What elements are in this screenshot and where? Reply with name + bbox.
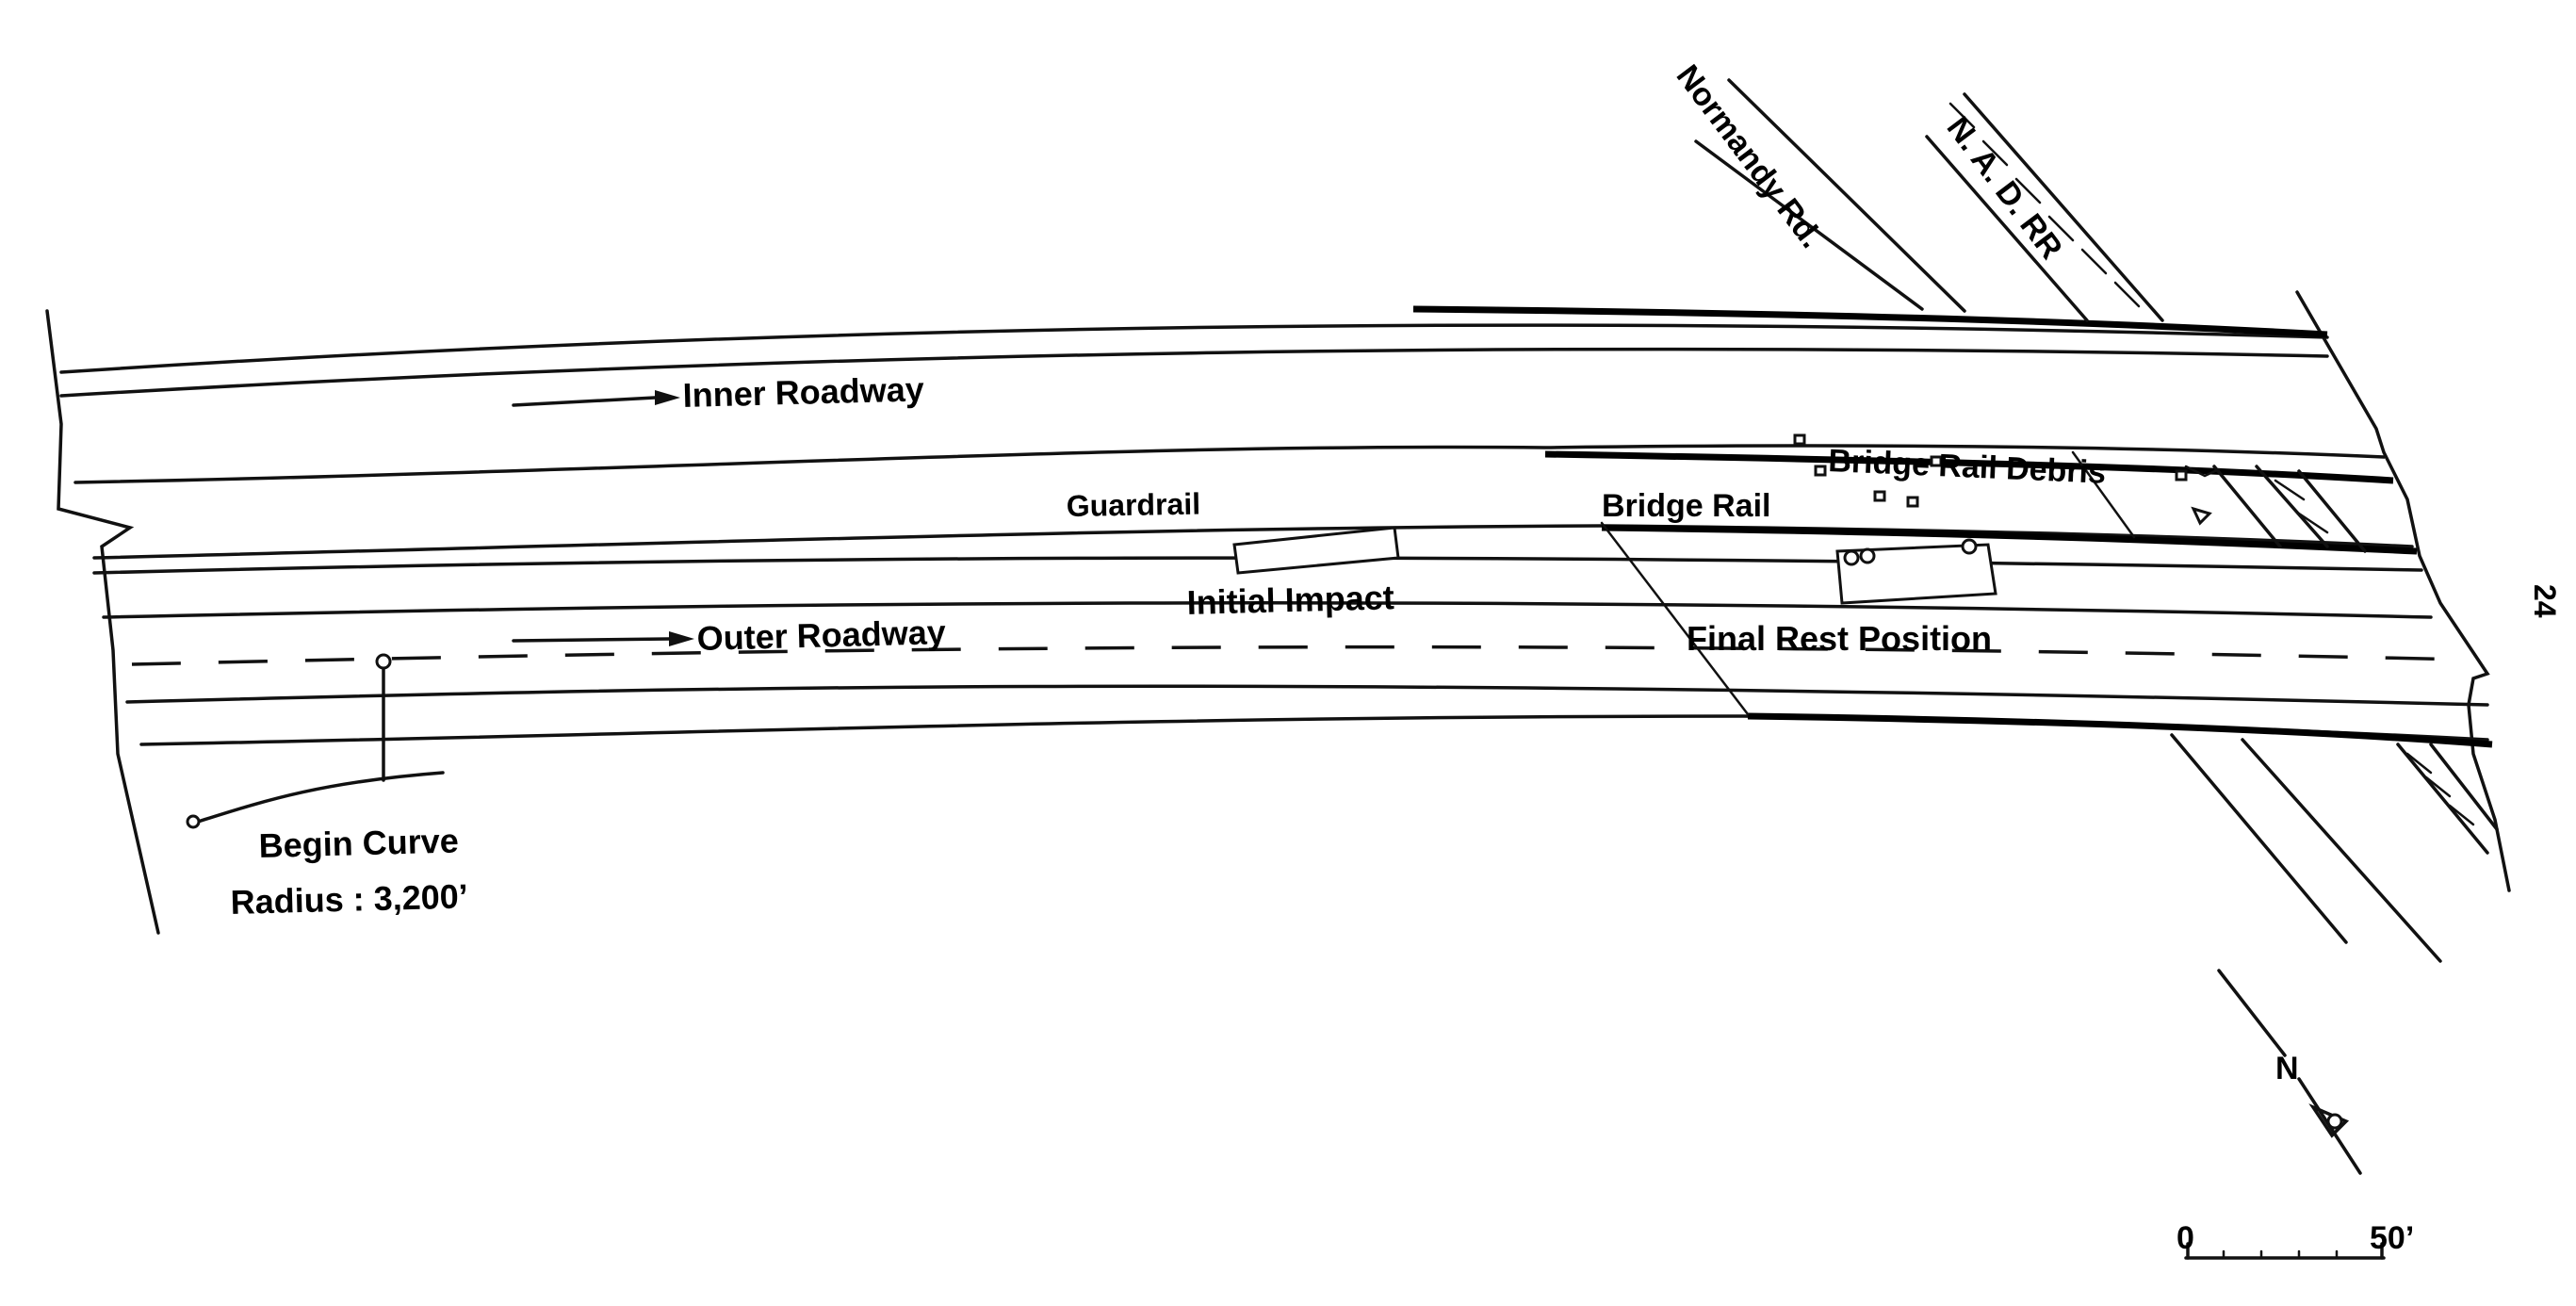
bridge-diag-line — [2071, 450, 2136, 539]
initial-impact-vehicle — [1232, 526, 1400, 575]
normandy-rd-west-line — [1694, 139, 1924, 311]
page-number: 24 — [2528, 584, 2562, 618]
bridge-rail-debris-label: Bridge Rail Debris — [1828, 443, 2107, 491]
final-rest-wheel — [1961, 538, 1978, 555]
railroad-north-segment — [2212, 465, 2367, 553]
outer-bridge-rail-heavy — [1747, 712, 2493, 748]
railroad-south-ties — [2405, 752, 2475, 826]
guardrail-label: Guardrail — [1066, 487, 1200, 523]
inner-bridge-rail-heavy — [1544, 450, 2394, 484]
bridge-rail-debris-markers — [1793, 433, 2221, 526]
final-rest-position-label: Final Rest Position — [1687, 619, 1992, 658]
scale-start-label: 0 — [2177, 1220, 2194, 1256]
final-rest-vehicle — [1835, 543, 1997, 605]
north-label: N — [2275, 1051, 2299, 1086]
north-arrow: N — [2217, 969, 2362, 1175]
inner-roadway-top-edge — [59, 323, 2329, 374]
normandy-rd-south-east-line — [2241, 738, 2442, 963]
outer-roadway-bottom-edge — [139, 714, 2489, 746]
initial-impact-label: Initial Impact — [1186, 578, 1394, 622]
begin-curve-label: Begin Curve — [258, 821, 459, 865]
inner-roadway-arrow — [512, 390, 680, 407]
railroad-west-rail — [1925, 135, 2089, 322]
railroad-south-segment — [2396, 743, 2499, 855]
inner-roadway-label: Inner Roadway — [682, 369, 924, 415]
railroad-east-rail — [1963, 92, 2164, 322]
scale-bar: 0 50’ — [2177, 1220, 2414, 1260]
radius-label: Radius : 3,200’ — [230, 876, 468, 922]
inner-lane-dashed-line — [131, 645, 2470, 666]
normandy-rd-south-west-line — [2170, 733, 2348, 944]
outer-roadway-arrow — [512, 631, 694, 646]
median-guardrail-line — [92, 524, 2414, 560]
inner-roadway-top-heavy — [1412, 305, 2328, 338]
begin-curve-marker — [186, 653, 445, 829]
railroad-north-ties — [2274, 479, 2329, 534]
connector-line — [1600, 521, 1750, 716]
inner-roadway-lane-line — [59, 347, 2329, 398]
inner-roadway-bottom-edge — [73, 444, 2386, 484]
outer-roadway-label: Outer Roadway — [696, 612, 946, 658]
railroad-ties — [1948, 102, 2141, 308]
right-break-line — [2295, 290, 2511, 892]
left-break-line — [45, 309, 160, 935]
outer-roadway-lane-line — [102, 601, 2433, 619]
nad-rr-label: N. A. D. RR — [1940, 110, 2070, 266]
scale-end-label: 50’ — [2370, 1220, 2414, 1256]
bridge-rail-label: Bridge Rail — [1602, 488, 1770, 524]
normandy-rd-east-line — [1727, 78, 1966, 313]
final-rest-wheel — [1843, 549, 1860, 566]
outer-shoulder-edge — [125, 684, 2489, 707]
final-rest-wheel — [1859, 547, 1876, 564]
